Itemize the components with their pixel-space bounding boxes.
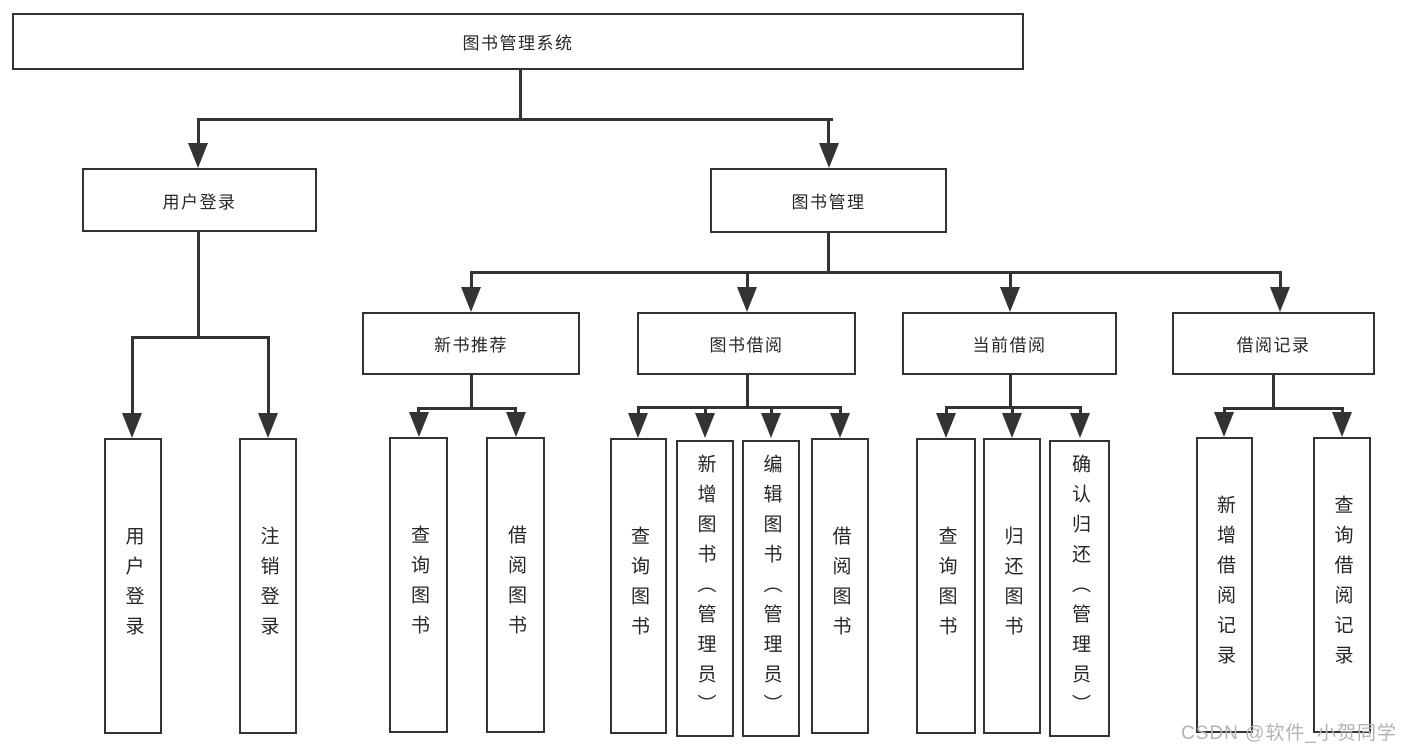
leaf-logout: 注销登录 [239, 438, 297, 734]
leaf-borrow-books: 借阅图书 [811, 438, 869, 734]
connector-vline [1271, 375, 1275, 407]
leaf-query-books-current: 查询图书 [916, 438, 976, 734]
leaf-return-books-label: 归还图书 [1001, 526, 1023, 646]
connector-vline [1008, 271, 1012, 290]
arrow-down-icon [408, 412, 429, 437]
connector-vline [469, 271, 473, 290]
connector-hline [196, 118, 833, 121]
arrow-down-icon [761, 413, 781, 438]
connector-hline [130, 336, 270, 339]
arrow-down-icon [461, 287, 481, 312]
connector-vline [1222, 407, 1226, 415]
arrow-down-icon [505, 412, 526, 437]
connector-vline [827, 118, 830, 145]
connector-vline [1008, 375, 1012, 406]
arrow-down-icon [737, 287, 757, 312]
node-library-system: 图书管理系统 [12, 13, 1024, 70]
connector-vline [745, 375, 749, 406]
leaf-return-books: 归还图书 [983, 438, 1041, 734]
connector-vline [514, 407, 517, 415]
arrow-down-icon [188, 143, 208, 168]
connector-vline [266, 336, 270, 416]
node-user-login-branch-label: 用户登录 [162, 192, 237, 212]
connector-vline [130, 336, 134, 416]
node-current-borrow: 当前借阅 [902, 312, 1117, 375]
connector-vline [1078, 406, 1082, 415]
connector-hline [417, 407, 517, 410]
connector-vline [519, 70, 522, 118]
node-book-borrow: 图书借阅 [637, 312, 856, 375]
leaf-query-books-borrow: 查询图书 [610, 438, 667, 734]
arrow-down-icon [628, 413, 648, 438]
node-borrow-records-label: 借阅记录 [1236, 336, 1311, 355]
leaf-confirm-return-admin: 确认归还（管理员） [1049, 440, 1110, 737]
leaf-borrow-books-label: 借阅图书 [829, 526, 851, 646]
connector-vline [944, 406, 948, 415]
leaf-edit-books-admin-label: 编辑图书（管理员） [760, 453, 782, 724]
node-borrow-records: 借阅记录 [1172, 312, 1375, 375]
connector-vline [838, 406, 842, 415]
leaf-query-books-recommend: 查询图书 [389, 437, 448, 733]
connector-vline [827, 233, 830, 271]
connector-hline [1222, 407, 1344, 410]
connector-vline [417, 407, 420, 415]
connector-vline [1340, 407, 1344, 415]
leaf-add-borrow-record: 新增借阅记录 [1196, 437, 1253, 733]
leaf-confirm-return-admin-label: 确认归还（管理员） [1069, 453, 1090, 724]
leaf-query-books-current-label: 查询图书 [935, 526, 957, 646]
arrow-down-icon [122, 413, 142, 438]
arrow-down-icon [1070, 413, 1090, 438]
node-book-management-branch: 图书管理 [710, 168, 947, 233]
arrow-down-icon [818, 143, 839, 168]
leaf-query-books-borrow-label: 查询图书 [628, 526, 649, 646]
leaf-query-books-recommend-label: 查询图书 [408, 525, 429, 645]
connector-vline [745, 271, 749, 290]
csdn-watermark: CSDN @软件_小贺同学 [1181, 723, 1397, 744]
leaf-query-borrow-record-label: 查询借阅记录 [1331, 495, 1353, 675]
connector-vline [1278, 271, 1282, 290]
connector-vline [1010, 406, 1014, 415]
arrow-down-icon [695, 413, 715, 438]
arrow-down-icon [1214, 412, 1234, 437]
leaf-logout-label: 注销登录 [257, 526, 279, 646]
connector-vline [469, 375, 473, 407]
arrow-down-icon [936, 413, 956, 438]
arrow-down-icon [1000, 287, 1020, 312]
node-current-borrow-label: 当前借阅 [972, 336, 1047, 355]
connector-hline [469, 271, 1282, 274]
arrow-down-icon [830, 413, 850, 438]
leaf-add-books-admin: 新增图书（管理员） [676, 440, 734, 737]
leaf-add-books-admin-label: 新增图书（管理员） [694, 453, 716, 724]
leaf-query-borrow-record: 查询借阅记录 [1313, 437, 1371, 733]
arrow-down-icon [1270, 287, 1290, 312]
node-book-borrow-label: 图书借阅 [709, 336, 784, 355]
connector-vline [703, 406, 707, 415]
arrow-down-icon [1002, 413, 1022, 438]
leaf-user-login-label: 用户登录 [122, 526, 144, 646]
connector-vline [636, 406, 640, 415]
arrow-down-icon [258, 413, 278, 438]
connector-vline [196, 118, 200, 145]
arrow-down-icon [1332, 412, 1352, 437]
node-new-book-recommend: 新书推荐 [362, 312, 580, 375]
leaf-edit-books-admin: 编辑图书（管理员） [742, 440, 800, 737]
node-library-system-label: 图书管理系统 [462, 34, 574, 53]
leaf-borrow-books-recommend: 借阅图书 [486, 437, 545, 733]
connector-vline [769, 406, 773, 415]
leaf-add-borrow-record-label: 新增借阅记录 [1214, 495, 1235, 675]
leaf-borrow-books-recommend-label: 借阅图书 [505, 525, 526, 645]
node-book-management-branch-label: 图书管理 [791, 193, 866, 212]
leaf-user-login: 用户登录 [104, 438, 162, 734]
node-user-login-branch: 用户登录 [82, 168, 317, 232]
node-new-book-recommend-label: 新书推荐 [434, 336, 508, 355]
connector-hline [636, 406, 842, 409]
connector-vline [197, 232, 200, 336]
